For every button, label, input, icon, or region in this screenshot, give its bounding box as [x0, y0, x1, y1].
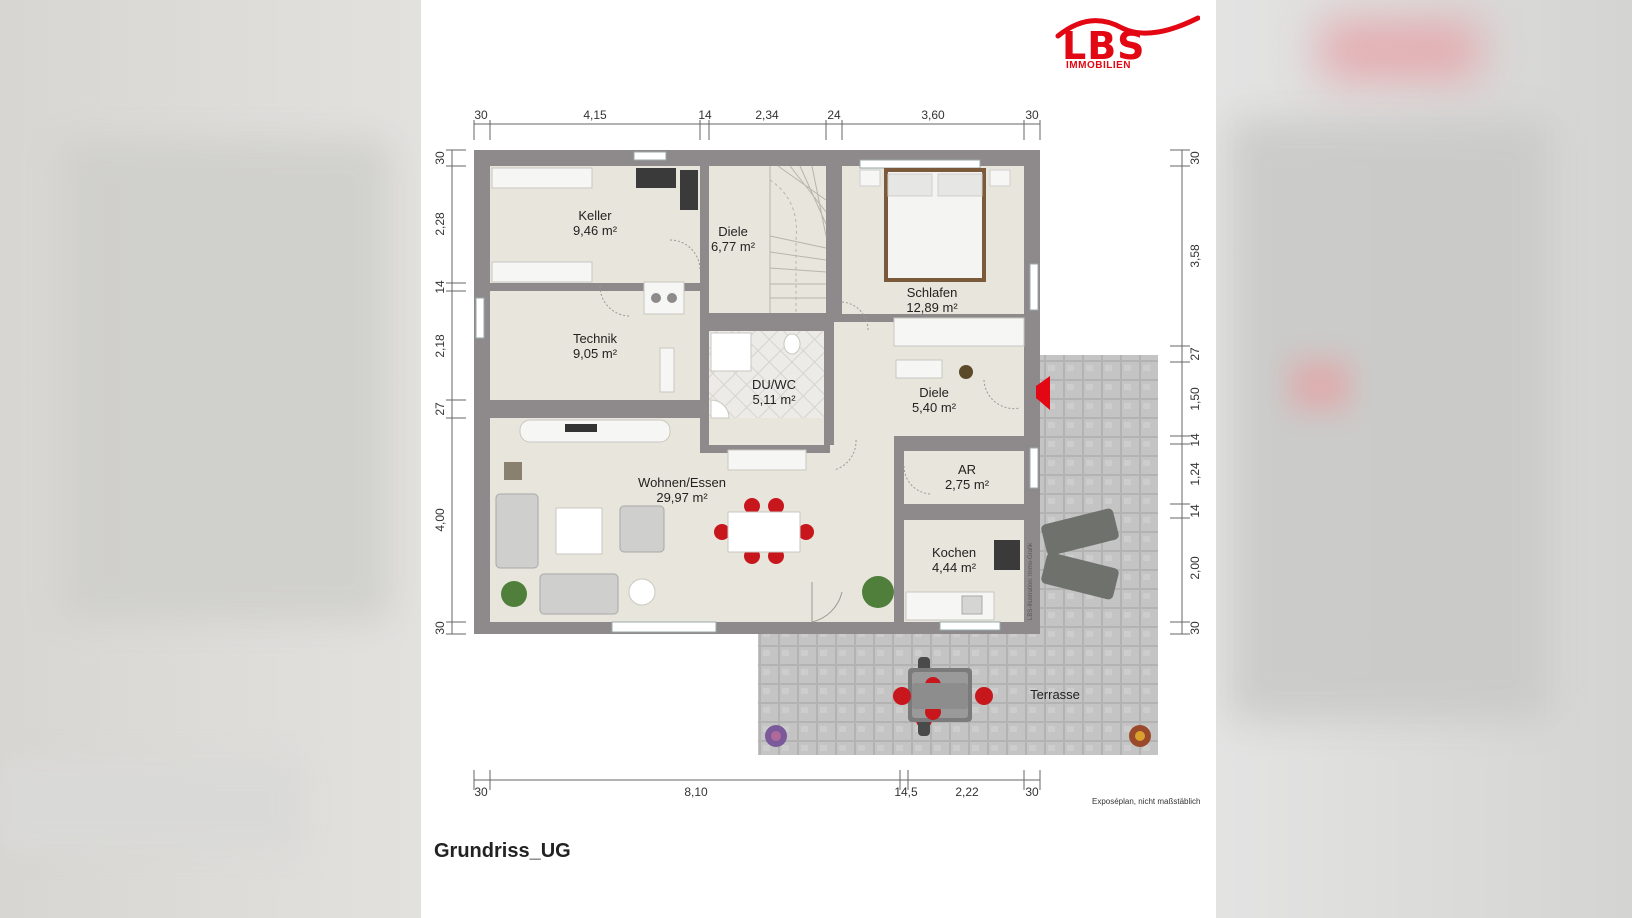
- dim-right-4: 14: [1188, 433, 1202, 447]
- room-kochen-area: 4,44 m²: [932, 560, 977, 575]
- dimension-lines: [446, 120, 1190, 790]
- small-plant: [959, 365, 973, 379]
- dim-top-3: 2,34: [755, 108, 779, 122]
- dim-right-1: 3,58: [1188, 244, 1202, 268]
- dim-top-0: 30: [474, 108, 488, 122]
- dim-right-3: 1,50: [1188, 387, 1202, 411]
- room-duwc-area: 5,11 m²: [752, 392, 796, 407]
- technik-equipment: [643, 281, 685, 393]
- room-diele-top-area: 6,77 m²: [711, 239, 756, 254]
- room-wohnen-area: 29,97 m²: [656, 490, 708, 505]
- dim-left-3: 2,18: [433, 334, 447, 358]
- dim-top-6: 30: [1025, 108, 1039, 122]
- door-swings: [599, 239, 1021, 623]
- dim-right-8: 30: [1188, 621, 1202, 635]
- room-technik-area: 9,05 m²: [573, 346, 618, 361]
- dim-top-2: 14: [698, 108, 712, 122]
- bathroom-fixtures: [710, 332, 801, 419]
- room-keller-name: Keller: [578, 208, 612, 223]
- dim-left-5: 4,00: [433, 508, 447, 532]
- lbs-logo-swoosh: [1055, 15, 1200, 39]
- room-diele-mid-area: 5,40 m²: [912, 400, 957, 415]
- terrace: [758, 355, 1158, 755]
- dim-left-6: 30: [433, 621, 447, 635]
- room-schlafen-name: Schlafen: [907, 285, 958, 300]
- room-ar-area: 2,75 m²: [945, 477, 990, 492]
- dim-top-1: 4,15: [583, 108, 607, 122]
- living-furniture: [495, 419, 894, 615]
- keller-shelves: [491, 167, 698, 283]
- dining-table: [714, 498, 814, 564]
- dim-left-0: 30: [433, 151, 447, 165]
- room-labels: Keller 9,46 m² Diele 6,77 m² Schlafen 12…: [573, 208, 1080, 702]
- dim-right-6: 14: [1188, 504, 1202, 518]
- dim-right-0: 30: [1188, 151, 1202, 165]
- blurred-left-panel: [60, 140, 390, 620]
- blurred-left-panel-bottom: [0, 760, 300, 850]
- room-ar-name: AR: [958, 462, 976, 477]
- dim-left-2: 14: [433, 280, 447, 294]
- scale-note: Exposéplan, nicht maßstäblich: [1092, 797, 1201, 806]
- illustration-watermark: LBS-Illustration: Immo-Grafik: [1028, 542, 1034, 620]
- room-diele-top-name: Diele: [718, 224, 748, 239]
- inner-walls: [490, 166, 1024, 634]
- dim-bottom-0: 30: [474, 785, 488, 799]
- room-technik-name: Technik: [573, 331, 618, 346]
- entrance-arrow-icon: [1036, 376, 1050, 410]
- staircase: [769, 165, 827, 313]
- dim-left-4: 27: [433, 402, 447, 416]
- room-keller-area: 9,46 m²: [573, 223, 618, 238]
- dim-bottom-1: 8,10: [684, 785, 708, 799]
- kitchen-units: [905, 540, 1020, 621]
- dim-top-4: 24: [827, 108, 841, 122]
- logo-text: LBS: [1062, 24, 1146, 68]
- sun-lounger: [1041, 508, 1119, 556]
- room-duwc-name: DU/WC: [752, 377, 796, 392]
- shoe-cabinet: [895, 359, 943, 379]
- dim-bottom-3: 2,22: [955, 785, 979, 799]
- blurred-red-mark: [1290, 360, 1350, 410]
- terrace-dining-set: [893, 657, 993, 736]
- room-wohnen-name: Wohnen/Essen: [638, 475, 726, 490]
- blurred-red-badge: [1320, 20, 1480, 80]
- room-terrasse-name: Terrasse: [1030, 687, 1080, 702]
- page-title: Grundriss_UG: [434, 840, 571, 862]
- blurred-right-panel: [1230, 120, 1550, 720]
- dim-right-2: 27: [1188, 347, 1202, 361]
- room-diele-mid-name: Diele: [919, 385, 949, 400]
- double-bed: [859, 168, 1011, 282]
- dim-right-5: 1,24: [1188, 462, 1202, 486]
- room-kochen-name: Kochen: [932, 545, 976, 560]
- dim-left-1: 2,28: [433, 212, 447, 236]
- wardrobe: [893, 317, 1025, 347]
- sun-lounger: [1041, 552, 1119, 600]
- dimension-labels: 30 4,15 14 2,34 24 3,60 30 30 8,10 14,5 …: [433, 108, 1202, 799]
- ar-floor: [904, 451, 1024, 511]
- dim-bottom-4: 30: [1025, 785, 1039, 799]
- room-schlafen-area: 12,89 m²: [906, 300, 958, 315]
- diele-top-floor: [709, 166, 826, 313]
- dim-bottom-2: 14,5: [894, 785, 918, 799]
- dim-top-5: 3,60: [921, 108, 945, 122]
- dim-right-7: 2,00: [1188, 556, 1202, 580]
- logo-subtitle: IMMOBILIEN: [1066, 60, 1131, 71]
